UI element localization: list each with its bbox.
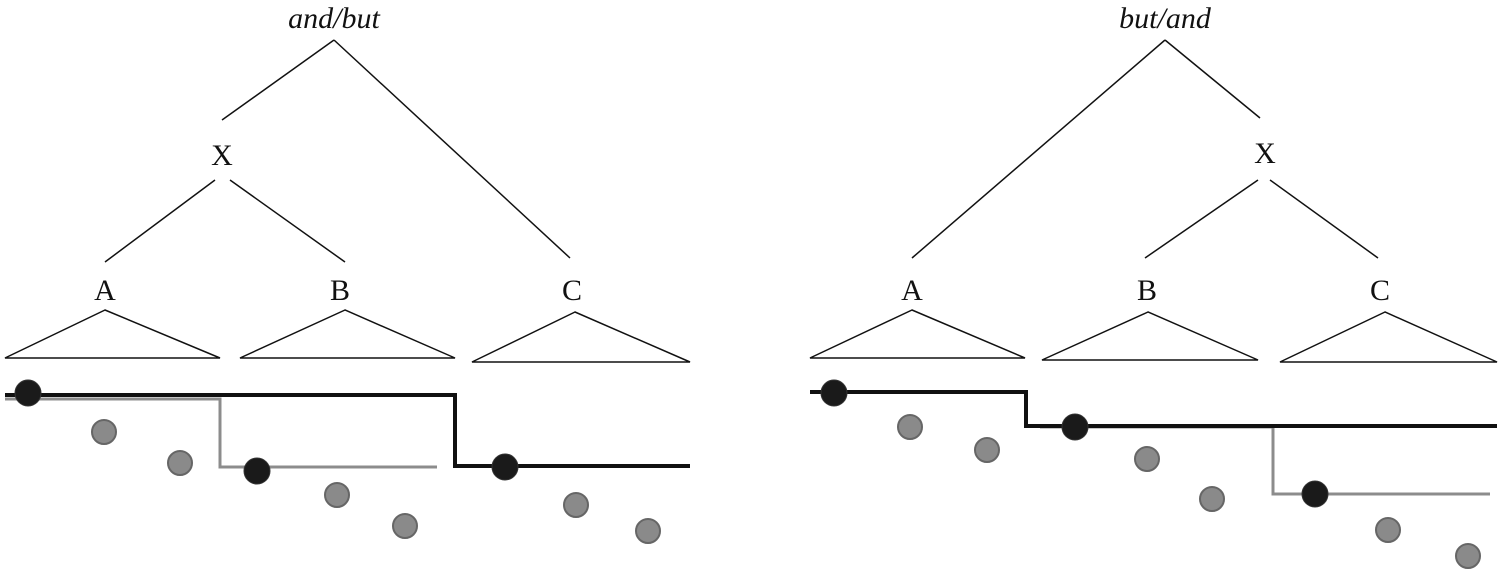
- constituent-triangles: [4, 309, 691, 363]
- gray-contour: [1040, 425, 1490, 496]
- tree-branches: [104, 39, 571, 263]
- gray-contour: [5, 397, 437, 469]
- triangle-b: [239, 309, 456, 359]
- leaf-b: B: [1137, 274, 1157, 307]
- triangle-b: [1041, 311, 1259, 361]
- constituent-triangles: [809, 309, 1498, 363]
- tree-branches: [911, 39, 1379, 259]
- triangle-a: [809, 309, 1026, 359]
- leaf-c: C: [1370, 274, 1390, 307]
- node-x: X: [211, 139, 233, 172]
- node-x: X: [1254, 137, 1276, 170]
- panel-title: and/but: [288, 2, 380, 35]
- leaf-a: A: [901, 274, 923, 307]
- leaf-b: B: [330, 274, 350, 307]
- black-dots: [14, 379, 519, 485]
- black-contour: [5, 393, 690, 468]
- panel-right: but/and X A B C: [809, 2, 1498, 569]
- triangle-a: [4, 309, 221, 359]
- panel-title: but/and: [1119, 2, 1212, 35]
- black-dots: [820, 379, 1329, 508]
- triangle-c: [1279, 311, 1498, 363]
- gray-dots: [91, 419, 661, 544]
- gray-dots: [897, 414, 1481, 569]
- triangle-c: [471, 311, 691, 363]
- panel-left: and/but X A B C: [4, 2, 691, 544]
- leaf-a: A: [94, 274, 116, 307]
- leaf-c: C: [562, 274, 582, 307]
- black-contour: [810, 390, 1497, 428]
